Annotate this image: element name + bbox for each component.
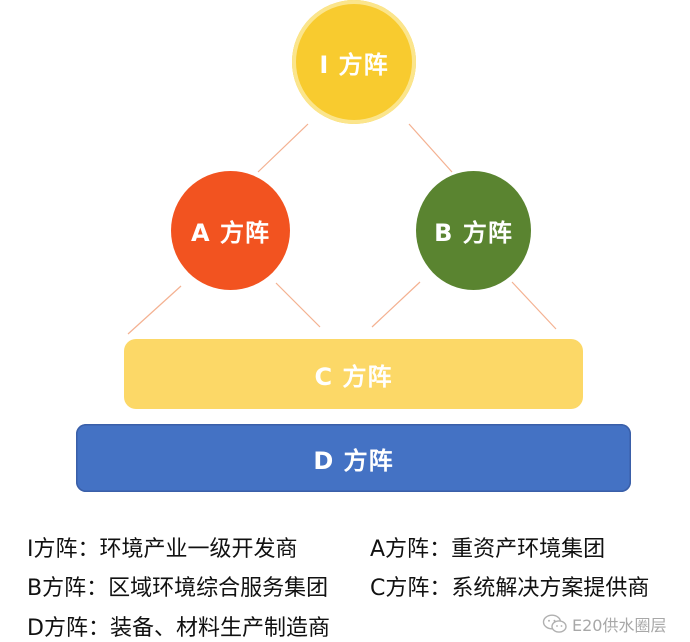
legend-desc: 区域环境综合服务集团: [108, 576, 329, 601]
connector-a-c-left: [127, 285, 182, 335]
legend-item-i: I方阵：环境产业一级开发商: [27, 531, 298, 563]
connector-a-c-right: [275, 282, 321, 328]
node-a: A 方阵: [171, 171, 290, 290]
connector-b-c-right: [511, 281, 557, 330]
legend-desc: 重资产环境集团: [451, 537, 606, 562]
connector-i-b: [408, 123, 453, 173]
legend-key: D方阵: [27, 616, 88, 641]
connector-b-c-left: [371, 281, 421, 328]
legend-sep: ：: [429, 537, 452, 562]
legend-key: C方阵: [370, 576, 430, 601]
watermark: E20供水圈层: [542, 612, 666, 636]
legend-key: I方阵: [27, 537, 78, 562]
node-d-label: D 方阵: [313, 446, 394, 475]
node-i-label: I 方阵: [319, 50, 389, 79]
node-d: D 方阵: [76, 424, 631, 492]
legend-key: B方阵: [27, 576, 87, 601]
legend-sep: ：: [429, 576, 452, 601]
connector-i-a: [257, 123, 309, 173]
legend-desc: 系统解决方案提供商: [451, 576, 650, 601]
legend-item-a: A方阵：重资产环境集团: [370, 531, 605, 563]
legend-sep: ：: [87, 616, 110, 641]
legend-item-d: D方阵：装备、材料生产制造商: [27, 610, 330, 642]
legend-item-c: C方阵：系统解决方案提供商: [370, 570, 649, 602]
legend-sep: ：: [77, 537, 100, 562]
legend-desc: 装备、材料生产制造商: [109, 616, 330, 641]
legend-item-b: B方阵：区域环境综合服务集团: [27, 570, 328, 602]
node-i: I 方阵: [292, 0, 416, 124]
node-c-label: C 方阵: [314, 362, 393, 391]
node-b: B 方阵: [416, 171, 531, 290]
node-b-label: B 方阵: [434, 219, 513, 247]
legend-desc: 环境产业一级开发商: [99, 537, 298, 562]
watermark-text: E20供水圈层: [572, 616, 667, 635]
node-c: C 方阵: [124, 339, 583, 409]
node-a-label: A 方阵: [191, 219, 270, 247]
legend-sep: ：: [86, 576, 109, 601]
legend-key: A方阵: [370, 537, 430, 562]
wechat-icon: [542, 614, 567, 633]
